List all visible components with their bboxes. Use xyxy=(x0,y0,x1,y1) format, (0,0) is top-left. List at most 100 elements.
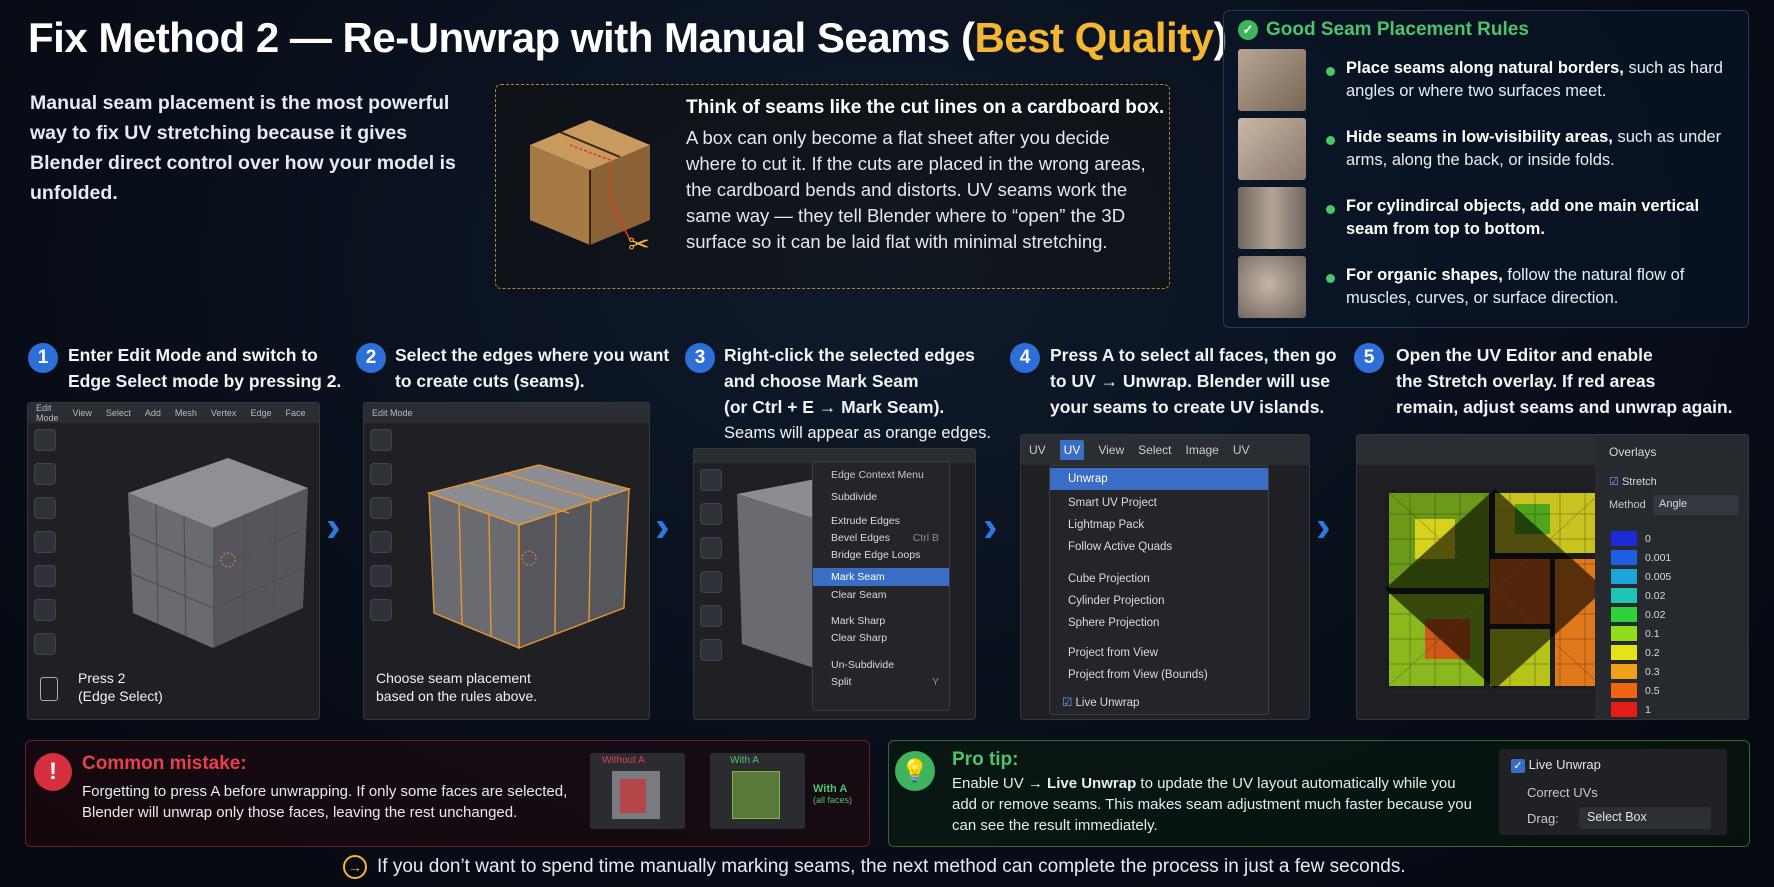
menu-item-mark-seam[interactable]: Mark Seam xyxy=(813,568,949,586)
menu-vertex[interactable]: Vertex xyxy=(210,408,237,418)
menu-view[interactable]: View xyxy=(72,408,92,418)
menu-item-project-from-view-bounds[interactable]: Project from View (Bounds) xyxy=(1068,669,1208,681)
menu-add[interactable]: Add xyxy=(144,408,161,418)
menu-item-extrude-edges[interactable]: Extrude Edges xyxy=(831,515,900,527)
menu-item-unwrap[interactable]: Unwrap xyxy=(1050,468,1268,490)
menu-item-project-from-view[interactable]: Project from View xyxy=(1068,647,1158,659)
title-highlight: Best Quality xyxy=(974,14,1214,61)
chevron-right-icon: › xyxy=(1316,502,1331,551)
menu-uv[interactable]: UV xyxy=(319,408,320,418)
chevron-right-icon: › xyxy=(326,502,341,551)
correct-uvs-option[interactable]: Correct UVs xyxy=(1527,785,1598,800)
tool-icon[interactable] xyxy=(370,531,392,553)
page-title: Fix Method 2 — Re-Unwrap with Manual Sea… xyxy=(28,14,1228,61)
menu-item-cylinder-projection[interactable]: Cylinder Projection xyxy=(1068,595,1165,607)
tool-icon[interactable] xyxy=(700,605,722,627)
legend-label: 0 xyxy=(1645,532,1651,545)
viewport-panel-edit-mode[interactable]: Edit Mode View Select Add Mesh Vertex Ed… xyxy=(27,402,320,720)
tool-icon[interactable] xyxy=(370,565,392,587)
tool-icon[interactable] xyxy=(700,639,722,661)
tool-icon[interactable] xyxy=(34,463,56,485)
tool-icon[interactable] xyxy=(34,565,56,587)
cube-partial xyxy=(612,771,660,819)
menu-uv-active[interactable]: UV xyxy=(1059,440,1085,460)
menu-item-un-subdivide[interactable]: Un-Subdivide xyxy=(831,659,895,671)
analogy-body: A box can only become a flat sheet after… xyxy=(686,127,1146,252)
menu-item-clear-seam[interactable]: Clear Seam xyxy=(831,589,887,601)
menu-edit-mode[interactable]: Edit Mode xyxy=(36,403,59,423)
tool-icon[interactable] xyxy=(34,633,56,655)
chevron-right-icon: › xyxy=(983,502,998,551)
uv-stretch-map xyxy=(1385,489,1605,689)
common-mistake-box: ! Common mistake: Forgetting to press A … xyxy=(25,740,870,847)
mistake-heading: Common mistake: xyxy=(82,753,247,774)
svg-text:✂: ✂ xyxy=(628,230,650,260)
rule-item: For organic shapes, follow the natural f… xyxy=(1238,256,1738,320)
footer-note: →If you don’t want to spend time manuall… xyxy=(343,855,1406,879)
without-a-example: Without A xyxy=(590,753,685,829)
stretch-checkbox[interactable]: ☑ Stretch xyxy=(1609,476,1657,488)
live-unwrap-checkbox[interactable]: ✓ Live Unwrap xyxy=(1511,757,1601,773)
menu-item-mark-sharp[interactable]: Mark Sharp xyxy=(831,615,886,627)
legend-label: 0.02 xyxy=(1645,608,1666,621)
method-dropdown[interactable]: Angle xyxy=(1653,495,1739,515)
menu-edit-mode[interactable]: Edit Mode xyxy=(372,408,413,418)
menu-select[interactable]: Select xyxy=(1138,443,1172,457)
legend-label: 0.2 xyxy=(1645,646,1660,659)
menu-item-subdivide[interactable]: Subdivide xyxy=(831,491,878,503)
tool-icon[interactable] xyxy=(34,531,56,553)
menu-image[interactable]: Image xyxy=(1185,443,1219,457)
menu-item-cube-projection[interactable]: Cube Projection xyxy=(1068,573,1150,585)
tool-icon[interactable] xyxy=(370,599,392,621)
torso-thumbnail xyxy=(1238,118,1306,180)
tool-icon[interactable] xyxy=(370,429,392,451)
tool-icon[interactable] xyxy=(34,429,56,451)
menu-item-clear-sharp[interactable]: Clear Sharp xyxy=(831,632,888,644)
menu-edge[interactable]: Edge xyxy=(250,408,272,418)
tool-icon[interactable] xyxy=(34,497,56,519)
menu-uv[interactable]: UV xyxy=(1029,443,1046,457)
uv-menu-panel[interactable]: UV UV View Select Image UV Unwrap Smart … xyxy=(1020,434,1310,720)
live-unwrap-panel: ✓ Live Unwrap Correct UVs Drag: Select B… xyxy=(1499,749,1727,835)
menu-face[interactable]: Face xyxy=(285,408,306,418)
tool-icon[interactable] xyxy=(370,497,392,519)
menu-select[interactable]: Select xyxy=(105,408,131,418)
legend-entry: 0.005 xyxy=(1611,567,1741,586)
menu-mesh[interactable]: Mesh xyxy=(174,408,197,418)
uv-unwrap-menu: Unwrap Smart UV Project Lightmap Pack Fo… xyxy=(1049,465,1269,715)
tool-icon[interactable] xyxy=(700,571,722,593)
menu-item-smart-uv-project[interactable]: Smart UV Project xyxy=(1068,497,1157,509)
analogy-box: ✂ Think of seams like the cut lines on a… xyxy=(495,84,1170,289)
viewport-panel-mark-seam[interactable]: Edge Context Menu Subdivide Extrude Edge… xyxy=(693,448,976,720)
drag-label: Drag: xyxy=(1527,811,1559,826)
box-seam-thumbnail xyxy=(1238,49,1306,111)
with-a-caption: With A(all faces) xyxy=(813,783,853,805)
menu-item-lightmap-pack[interactable]: Lightmap Pack xyxy=(1068,519,1145,531)
tool-icon[interactable] xyxy=(34,599,56,621)
menu-view[interactable]: View xyxy=(1098,443,1125,457)
menu-item-follow-active-quads[interactable]: Follow Active Quads xyxy=(1068,541,1173,553)
legend-label: 0.001 xyxy=(1645,551,1672,564)
legend-label: 0.005 xyxy=(1645,570,1672,583)
menu-item-sphere-projection[interactable]: Sphere Projection xyxy=(1068,617,1160,629)
drag-select-dropdown[interactable]: Select Box xyxy=(1579,807,1711,829)
tool-icon[interactable] xyxy=(700,469,722,491)
bullet-icon xyxy=(1326,274,1335,283)
tool-icon[interactable] xyxy=(700,537,722,559)
tool-icon[interactable] xyxy=(370,463,392,485)
legend-swatch xyxy=(1611,664,1637,679)
tool-icon[interactable] xyxy=(700,503,722,525)
menu-item-bridge-edge-loops[interactable]: Bridge Edge Loops xyxy=(831,549,921,561)
live-unwrap-checkbox[interactable]: ☑ Live Unwrap xyxy=(1062,697,1140,709)
viewport-toolbar: Edit Mode xyxy=(364,403,649,423)
with-a-example: With A xyxy=(710,753,805,829)
menu-uv-2[interactable]: UV xyxy=(1232,443,1250,457)
